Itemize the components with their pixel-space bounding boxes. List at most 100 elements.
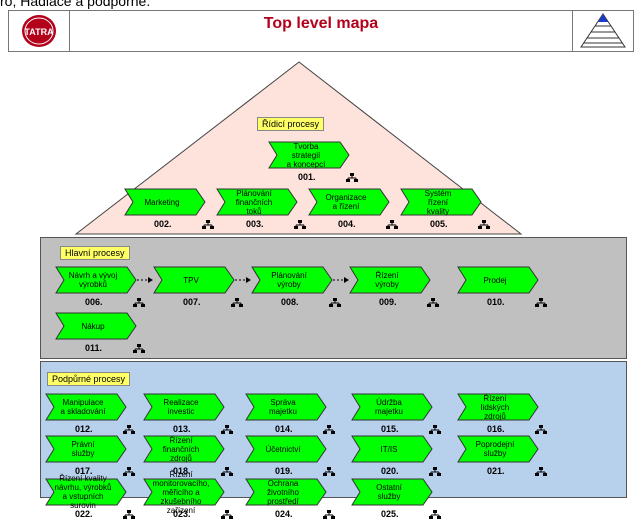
- process-code: 018.: [173, 466, 191, 476]
- process-code: 010.: [487, 297, 505, 307]
- process-box-009[interactable]: Řízení výroby: [349, 266, 431, 294]
- process-label: Nákup: [81, 321, 105, 331]
- process-box-022[interactable]: Řízení kvality návrhu, výrobků a vstupní…: [45, 474, 127, 510]
- process-label: Řízení výroby: [375, 271, 399, 289]
- process-label: Řízení kvality návrhu, výrobků a vstupní…: [54, 474, 112, 510]
- hierarchy-icon: [323, 425, 335, 434]
- process-box-010[interactable]: Prodej: [457, 266, 539, 294]
- hierarchy-icon: [123, 467, 135, 476]
- process-label: Tvorba strategií a koncepcí: [286, 141, 326, 169]
- process-box-023[interactable]: Řízení monitorovacího, měřicího a zkušeb…: [143, 470, 225, 515]
- process-code: 017.: [75, 466, 93, 476]
- hierarchy-icon: [329, 298, 341, 307]
- hierarchy-icon: [535, 425, 547, 434]
- process-code: 024.: [275, 509, 293, 519]
- process-box-001[interactable]: Tvorba strategií a koncepcí: [268, 141, 350, 169]
- process-box-013[interactable]: Realizace investic: [143, 393, 225, 421]
- process-code: 013.: [173, 424, 191, 434]
- process-label: TPV: [183, 275, 199, 285]
- process-label: IT/IS: [380, 444, 398, 454]
- process-label: Plánování finančních toků: [235, 188, 273, 216]
- process-label: Ochrana životního prostředí: [266, 478, 300, 506]
- process-box-011[interactable]: Nákup: [55, 312, 137, 340]
- flow-arrow: [333, 277, 349, 283]
- chevron-shape: [45, 393, 127, 421]
- chevron-shape: [55, 312, 137, 340]
- process-box-008[interactable]: Plánování výroby: [251, 266, 333, 294]
- process-code: 023.: [173, 509, 191, 519]
- process-code: 003.: [246, 219, 264, 229]
- chevron-shape: [55, 266, 137, 294]
- process-code: 020.: [381, 466, 399, 476]
- process-code: 016.: [487, 424, 505, 434]
- process-box-006[interactable]: Návrh a vývoj výrobků: [55, 266, 137, 294]
- process-code: 012.: [75, 424, 93, 434]
- chevron-shape: [143, 393, 225, 421]
- process-box-014[interactable]: Správa majetku: [245, 393, 327, 421]
- chevron-shape: [268, 141, 350, 169]
- chevron-shape: [143, 435, 225, 463]
- process-code: 019.: [275, 466, 293, 476]
- process-label: Marketing: [144, 197, 180, 207]
- hierarchy-icon: [133, 344, 145, 353]
- hierarchy-icon: [535, 467, 547, 476]
- process-box-025[interactable]: Ostatní služby: [351, 478, 433, 506]
- process-label: Ostatní služby: [376, 483, 402, 501]
- process-box-002[interactable]: Marketing: [124, 188, 206, 216]
- process-code: 004.: [338, 219, 356, 229]
- chevron-shape: [351, 435, 433, 463]
- process-box-017[interactable]: Právní služby: [45, 435, 127, 463]
- process-code: 005.: [430, 219, 448, 229]
- hierarchy-icon: [478, 220, 490, 229]
- process-box-003[interactable]: Plánování finančních toků: [216, 188, 298, 216]
- hierarchy-icon: [346, 173, 358, 182]
- process-box-018[interactable]: Řízení finančních zdrojů: [143, 435, 225, 463]
- process-box-005[interactable]: Systém řízení kvality: [400, 188, 482, 216]
- process-box-024[interactable]: Ochrana životního prostředí: [245, 478, 327, 506]
- chevron-shape: [245, 393, 327, 421]
- process-label: Řízení lidských zdrojů: [480, 393, 510, 421]
- process-label: Realizace investic: [163, 398, 199, 416]
- process-code: 007.: [183, 297, 201, 307]
- tatra-logo: TATRA: [9, 11, 70, 51]
- process-box-007[interactable]: TPV: [153, 266, 235, 294]
- process-box-004[interactable]: Organizace a řízení: [308, 188, 390, 216]
- process-label: Řízení monitorovacího, měřicího a zkušeb…: [152, 470, 210, 515]
- chevron-shape: [124, 188, 206, 216]
- chevron-shape: [45, 478, 127, 506]
- process-box-020[interactable]: IT/IS: [351, 435, 433, 463]
- hierarchy-icon: [231, 298, 243, 307]
- flow-arrow: [137, 277, 153, 283]
- process-box-015[interactable]: Údržba majetku: [351, 393, 433, 421]
- process-code: 015.: [381, 424, 399, 434]
- hierarchy-icon: [133, 298, 145, 307]
- chevron-shape: [153, 266, 235, 294]
- process-code: 025.: [381, 509, 399, 519]
- hierarchy-icon: [294, 220, 306, 229]
- hierarchy-icon: [323, 467, 335, 476]
- podpurne-caption: Podpůrné procesy: [47, 372, 131, 386]
- process-code: 001.: [298, 172, 316, 182]
- process-code: 008.: [281, 297, 299, 307]
- top-text-fragment: ro; Hadiace a podporne.: [0, 0, 151, 9]
- process-label: Prodej: [483, 275, 507, 285]
- chevron-shape: [349, 266, 431, 294]
- hierarchy-icon: [221, 425, 233, 434]
- process-label: Účetnictví: [265, 444, 301, 454]
- chevron-shape: [457, 393, 539, 421]
- process-code: 009.: [379, 297, 397, 307]
- flow-arrow: [235, 277, 251, 283]
- process-box-016[interactable]: Řízení lidských zdrojů: [457, 393, 539, 421]
- process-box-019[interactable]: Účetnictví: [245, 435, 327, 463]
- ridici-caption: Řídicí procesy: [257, 117, 325, 131]
- chevron-shape: [45, 435, 127, 463]
- chevron-shape: [351, 478, 433, 506]
- process-label: Údržba majetku: [374, 398, 403, 416]
- chevron-shape: [457, 435, 539, 463]
- hierarchy-icon: [535, 298, 547, 307]
- process-label: Systém řízení kvality: [424, 188, 452, 216]
- process-box-021[interactable]: Poprodejní služby: [457, 435, 539, 463]
- chevron-shape: [216, 188, 298, 216]
- process-label: Plánování výroby: [271, 271, 307, 289]
- process-box-012[interactable]: Manipulace a skladování: [45, 393, 127, 421]
